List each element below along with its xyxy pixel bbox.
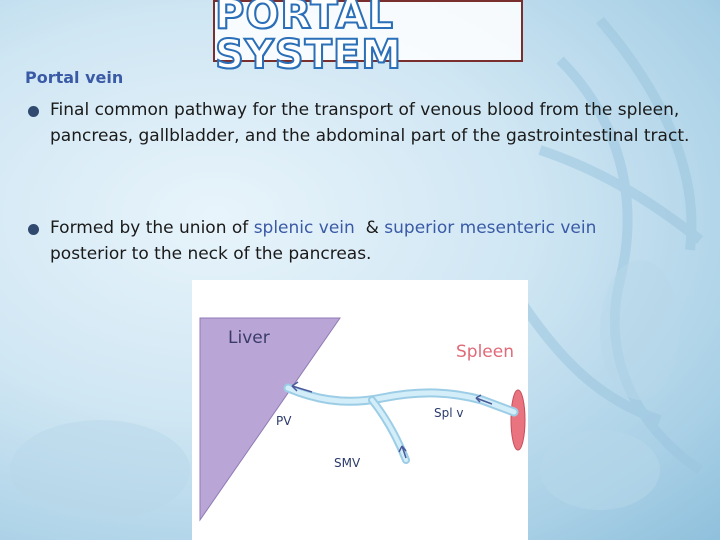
- bullet-dot-icon: [28, 106, 39, 117]
- splenic-vein-term: splenic vein: [253, 218, 355, 238]
- pv-label: PV: [276, 414, 292, 428]
- bullet-item: Formed by the union of splenic vein & su…: [28, 215, 698, 267]
- bullet-text: Final common pathway for the transport o…: [50, 100, 690, 146]
- superior-mesenteric-vein-term: superior mesenteric vein: [384, 218, 597, 238]
- spl-v-label: Spl v: [434, 406, 464, 420]
- portal-vein-diagram: Liver Spleen PV Spl v SMV: [192, 280, 528, 540]
- spleen-shape: [510, 389, 526, 451]
- spleen-label: Spleen: [456, 342, 514, 362]
- section-heading: Portal vein: [25, 68, 124, 87]
- liver-shape: [199, 317, 341, 522]
- smv-label: SMV: [334, 456, 361, 470]
- bullet-text-suffix: posterior to the neck of the pancreas.: [50, 244, 372, 264]
- bullet-text-prefix: Formed by the union of: [50, 218, 254, 238]
- bullet-item: Final common pathway for the transport o…: [28, 97, 698, 149]
- slide-title: PORTAL SYSTEM: [214, 0, 402, 78]
- flow-arrows-icon: [291, 381, 493, 459]
- bullet-dot-icon: [28, 224, 39, 235]
- bullet-text-join: &: [354, 218, 385, 238]
- bullet-text: Formed by the union of splenic vein & su…: [50, 215, 698, 267]
- liver-label: Liver: [228, 328, 270, 348]
- title-box: PORTAL SYSTEM: [213, 0, 523, 76]
- diagram-drawing: [199, 317, 526, 522]
